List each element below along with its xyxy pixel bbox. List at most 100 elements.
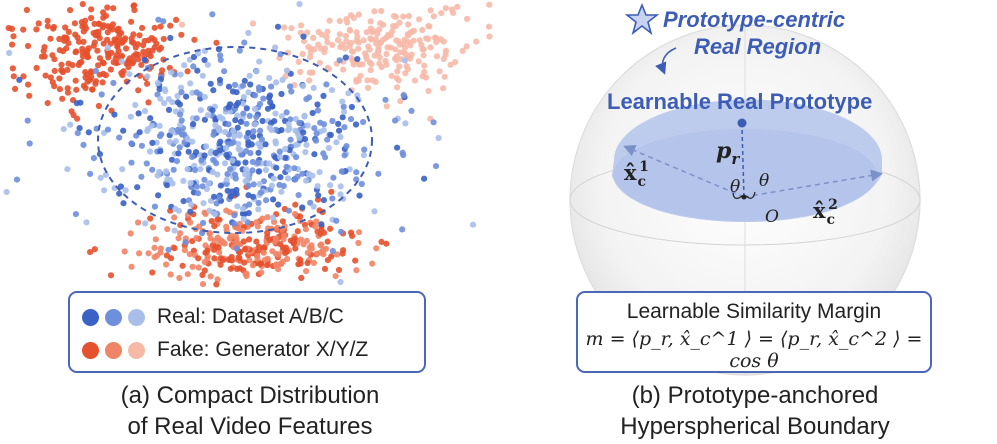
hypersphere (569, 24, 921, 376)
feature-point (340, 66, 347, 73)
feature-point (58, 61, 65, 68)
feature-point (321, 265, 329, 272)
feature-point (272, 154, 279, 161)
feature-point (369, 28, 376, 36)
feature-point (285, 121, 292, 128)
feature-point (288, 88, 295, 95)
feature-point (304, 249, 311, 256)
feature-point (168, 127, 175, 134)
feature-point (416, 16, 423, 23)
feature-point (352, 257, 359, 264)
feature-point (383, 50, 390, 58)
feature-point (44, 23, 51, 30)
feature-point (156, 168, 163, 175)
feature-point (257, 127, 264, 134)
feature-point (149, 47, 156, 54)
feature-point (169, 180, 176, 187)
feature-point (151, 254, 158, 261)
feature-point (47, 74, 54, 81)
feature-point (74, 115, 81, 122)
origin-label: O (765, 207, 779, 227)
feature-point (327, 225, 334, 232)
feature-point (392, 117, 399, 124)
feature-point (278, 113, 285, 120)
feature-point (347, 116, 355, 123)
feature-point (98, 91, 105, 98)
feature-point (190, 63, 197, 70)
feature-point (91, 20, 98, 27)
feature-point (330, 174, 337, 181)
legend-real-row: Real: Dataset A/B/C (82, 302, 344, 332)
feature-point (400, 92, 407, 99)
feature-point (117, 183, 124, 190)
feature-point (130, 53, 137, 60)
feature-point (307, 54, 314, 61)
feature-point (132, 44, 139, 51)
feature-point (112, 39, 119, 46)
feature-point (452, 59, 459, 66)
feature-point (442, 51, 449, 58)
feature-point (230, 139, 237, 146)
feature-point (156, 86, 163, 93)
feature-point (175, 235, 182, 242)
feature-point (120, 127, 127, 134)
caption-a: (a) Compact Distribution of Real Video F… (60, 380, 440, 442)
feature-point (352, 121, 360, 128)
feature-point (358, 180, 365, 188)
feature-point (79, 45, 86, 52)
feature-point (168, 156, 176, 163)
feature-point (239, 100, 246, 107)
feature-point (149, 166, 156, 173)
feature-point (320, 150, 327, 157)
feature-point (85, 129, 92, 136)
feature-point (290, 238, 297, 245)
feature-point (378, 238, 385, 245)
feature-point (25, 81, 32, 88)
feature-point (232, 117, 239, 124)
feature-point (283, 109, 290, 116)
feature-point (123, 78, 130, 85)
feature-point (393, 75, 400, 82)
feature-point (281, 24, 288, 31)
feature-point (257, 189, 264, 196)
feature-point (306, 77, 313, 84)
feature-point (227, 265, 234, 272)
feature-point (24, 117, 31, 124)
feature-point (336, 31, 343, 38)
feature-point (180, 198, 187, 205)
feature-point (165, 106, 173, 113)
feature-point (296, 1, 303, 8)
feature-point (199, 230, 206, 237)
feature-point (299, 50, 306, 58)
feature-point (255, 206, 262, 213)
feature-point (282, 145, 289, 153)
feature-point (354, 56, 361, 63)
feature-point (287, 83, 294, 90)
feature-point (141, 56, 148, 64)
feature-point (376, 54, 383, 61)
feature-point (363, 55, 370, 63)
feature-point (213, 39, 220, 46)
feature-point (217, 56, 224, 64)
feature-point (72, 49, 79, 56)
feature-point (440, 85, 447, 92)
feature-point (432, 163, 440, 170)
feature-point (138, 142, 145, 149)
feature-point (341, 152, 348, 159)
feature-point (349, 232, 356, 239)
feature-point (236, 131, 243, 138)
feature-point (174, 126, 181, 133)
feature-point (402, 70, 409, 77)
feature-point (217, 182, 224, 189)
feature-point (320, 197, 327, 204)
feature-point (405, 21, 412, 28)
feature-point (266, 94, 273, 101)
feature-point (247, 81, 254, 88)
feature-point (242, 159, 249, 166)
feature-point (280, 182, 287, 190)
feature-point (135, 219, 142, 226)
feature-point (189, 263, 196, 270)
feature-point (408, 51, 415, 58)
feature-point (239, 82, 247, 89)
